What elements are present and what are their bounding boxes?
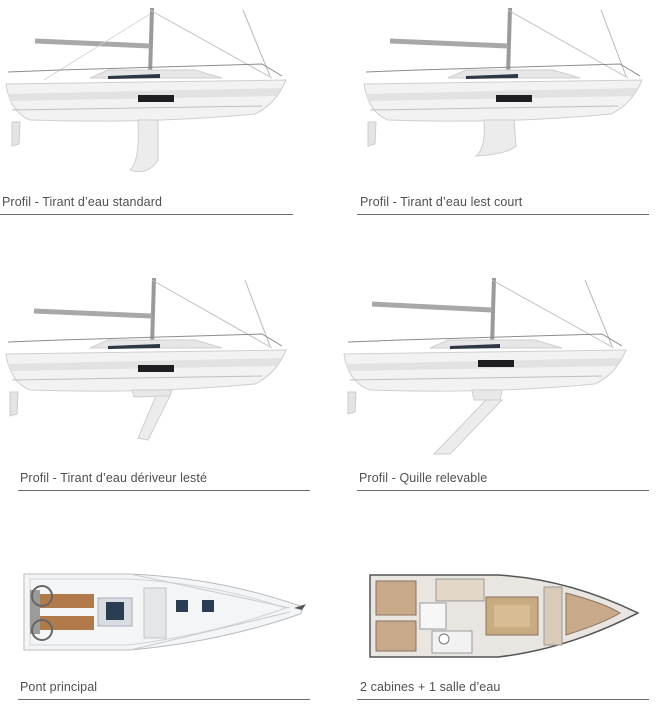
caption-profile-standard: Profil - Tirant d’eau standard: [2, 195, 163, 209]
caption-deck-plan: Pont principal: [20, 680, 98, 694]
caption-underline: [357, 699, 649, 700]
caption-interior-layout: 2 cabines + 1 salle d’eau: [360, 680, 501, 694]
caption-underline: [18, 490, 310, 491]
caption-profile-short-keel: Profil - Tirant d’eau lest court: [360, 195, 523, 209]
caption-underline: [357, 490, 649, 491]
interior-layout-image: [369, 574, 640, 658]
caption-underline: [0, 214, 293, 215]
boat-profile-short-keel-image: [363, 7, 643, 157]
caption-profile-centreboard: Profil - Tirant d’eau dériveur lesté: [20, 471, 208, 485]
caption-underline: [18, 699, 310, 700]
caption-underline: [357, 214, 649, 215]
boat-profile-centreboard-image: [5, 277, 287, 441]
boat-profile-lifting-keel-image: [343, 277, 627, 455]
deck-plan-image: [23, 573, 306, 651]
caption-profile-lifting-keel: Profil - Quille relevable: [359, 471, 488, 485]
boat-profile-standard-image: [5, 7, 287, 173]
